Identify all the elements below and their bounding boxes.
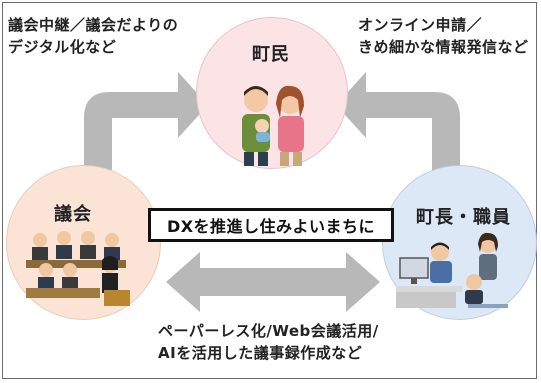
family-illustration-icon (242, 85, 304, 166)
arrow-mayor-to-town (336, 72, 460, 170)
office-workers-illustration-icon (396, 232, 508, 308)
arrow-council-mayor (166, 252, 380, 312)
arrow-council-to-town (84, 72, 208, 170)
caption-bottom: ペーパーレス化/Web会議活用/ AIを活用した議事録作成など (158, 320, 379, 364)
caption-top-right-line2: きめ細かな情報発信など (358, 38, 529, 56)
center-message-box: DXを推進し住みよいまちに (148, 208, 394, 242)
caption-top-left-line2: デジタル化など (8, 38, 117, 56)
caption-top-left-line1: 議会中継／議会だよりの (8, 16, 179, 34)
town-residents-circle (196, 17, 348, 169)
caption-bottom-line2: AIを活用した議事録作成など (158, 344, 363, 362)
diagram-frame (2, 2, 537, 379)
town-residents-title: 町民 (252, 44, 290, 65)
caption-top-right-line1: オンライン申請／ (358, 16, 483, 34)
council-members-illustration-icon (26, 231, 130, 306)
caption-top-right: オンライン申請／ きめ細かな情報発信など (358, 14, 529, 58)
center-message-text: DXを推進し住みよいまちに (166, 217, 376, 236)
council-title: 議会 (54, 204, 92, 225)
mayor-staff-title: 町長・職員 (416, 207, 511, 228)
caption-bottom-line1: ペーパーレス化/Web会議活用/ (158, 322, 379, 340)
caption-top-left: 議会中継／議会だよりの デジタル化など (8, 14, 178, 58)
